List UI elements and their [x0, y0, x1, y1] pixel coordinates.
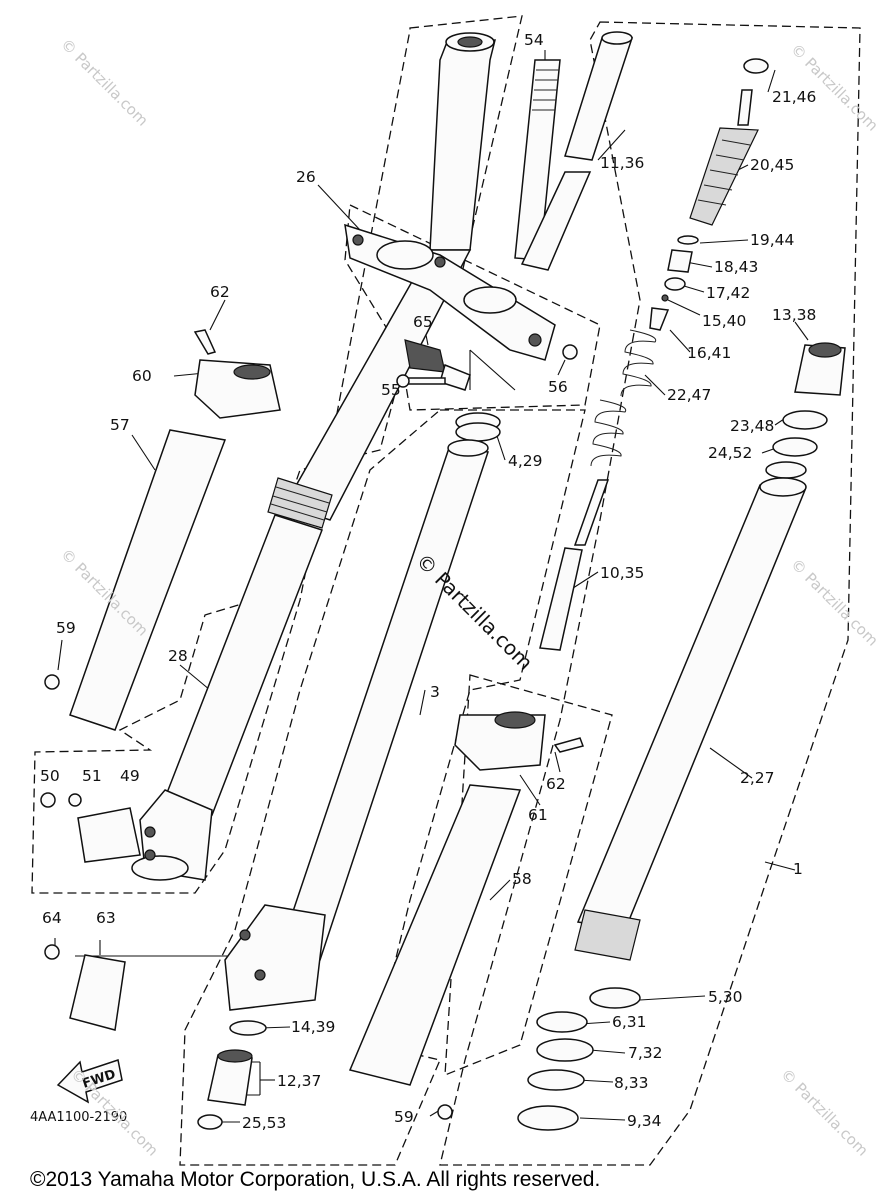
- label-54: 54: [524, 31, 544, 49]
- part-25-53-washer: [197, 1114, 223, 1130]
- label-23-48: 23,48: [730, 417, 774, 435]
- part-65-bracket: [404, 339, 471, 391]
- label-3: 3: [430, 683, 440, 701]
- label-5-30: 5,30: [708, 988, 743, 1006]
- part-11-36-tube: [520, 31, 634, 271]
- label-61: 61: [528, 806, 548, 824]
- part-49-50-51-caliper-mount: [40, 792, 141, 863]
- label-59-low: 59: [394, 1108, 414, 1126]
- label-10-35: 10,35: [600, 564, 644, 582]
- part-55-bolt: [396, 374, 446, 388]
- group-outline-bracket: [344, 204, 601, 411]
- part-61-holder: [454, 711, 546, 771]
- label-11-36: 11,36: [600, 154, 644, 172]
- label-19-44: 19,44: [750, 231, 794, 249]
- label-16-41: 16,41: [687, 344, 731, 362]
- label-64: 64: [42, 909, 62, 927]
- label-65: 65: [413, 313, 433, 331]
- watermark-corner-mid-right: © Partzilla.com: [787, 555, 882, 650]
- part-labels: 54 11,36 21,46 20,45 26 19,44 18,43 17,4…: [40, 31, 816, 1132]
- label-17-42: 17,42: [706, 284, 750, 302]
- label-49: 49: [120, 767, 140, 785]
- label-59-top: 59: [56, 619, 76, 637]
- part-58-fork-guard: [348, 784, 522, 1086]
- part-60-holder: [194, 359, 281, 419]
- part-22-47-spring: [590, 329, 657, 467]
- part-21-46-nut: [743, 58, 769, 74]
- fork-boot-left: [267, 477, 333, 529]
- part-20-45-damper: [689, 89, 759, 226]
- lower-leg-center: [224, 904, 326, 1011]
- part-12-37-spring-base: [207, 1049, 253, 1106]
- label-24-52: 24,52: [708, 444, 752, 462]
- left-fork-tube-lower: [131, 514, 323, 881]
- label-50: 50: [40, 767, 60, 785]
- watermark-corner-top-left: © Partzilla.com: [57, 35, 152, 130]
- label-14-39: 14,39: [291, 1018, 335, 1036]
- label-15-40: 15,40: [702, 312, 746, 330]
- label-13-38: 13,38: [772, 306, 816, 324]
- label-25-53: 25,53: [242, 1114, 286, 1132]
- part-10-35-rod: [539, 479, 610, 651]
- label-6-31: 6,31: [612, 1013, 647, 1031]
- label-58: 58: [512, 870, 532, 888]
- part-63-bracket: [69, 954, 126, 1031]
- left-fork-tube-upper: [283, 32, 496, 521]
- label-62-low: 62: [546, 775, 566, 793]
- label-28: 28: [168, 647, 188, 665]
- label-2-27: 2,27: [740, 769, 775, 787]
- label-60: 60: [132, 367, 152, 385]
- copyright-notice: ©2013 Yamaha Motor Corporation, U.S.A. A…: [30, 1168, 600, 1191]
- label-7-32: 7,32: [628, 1044, 663, 1062]
- label-63: 63: [96, 909, 116, 927]
- label-12-37: 12,37: [277, 1072, 321, 1090]
- part-13-38-cap: [765, 342, 846, 479]
- label-26: 26: [296, 168, 316, 186]
- label-4-29: 4,29: [508, 452, 543, 470]
- diagram-id: 4AA1100-2190: [30, 1110, 127, 1125]
- part-2-27-fork-tube: [574, 477, 807, 961]
- label-21-46: 21,46: [772, 88, 816, 106]
- part-56-nut: [562, 344, 578, 360]
- small-parts-stack: [649, 235, 699, 331]
- label-22-47: 22,47: [667, 386, 711, 404]
- part-62-bolt-top: [193, 329, 217, 355]
- label-20-45: 20,45: [750, 156, 794, 174]
- part-57-fork-guard: [69, 429, 227, 731]
- label-18-43: 18,43: [714, 258, 758, 276]
- label-57: 57: [110, 416, 130, 434]
- group-outline-right-fork: [439, 21, 861, 1166]
- part-4-29-seal: [455, 412, 501, 442]
- label-51: 51: [82, 767, 102, 785]
- part-59-bolt-top: [44, 674, 60, 690]
- part-59-bolt-lower: [437, 1104, 453, 1120]
- part-62-bolt-lower: [553, 737, 584, 753]
- part-14-39-ring: [229, 1020, 267, 1036]
- label-56: 56: [548, 378, 568, 396]
- group-outline-left-fork: [31, 15, 523, 894]
- watermark-corner-bottom-right: © Partzilla.com: [777, 1065, 872, 1160]
- label-62-top: 62: [210, 283, 230, 301]
- upper-bracket: [344, 223, 556, 361]
- label-1: 1: [793, 860, 803, 878]
- seal-stack: [517, 987, 641, 1131]
- label-55: 55: [381, 381, 401, 399]
- part-64-bolt: [44, 944, 60, 960]
- label-9-34: 9,34: [627, 1112, 662, 1130]
- label-8-33: 8,33: [614, 1074, 649, 1092]
